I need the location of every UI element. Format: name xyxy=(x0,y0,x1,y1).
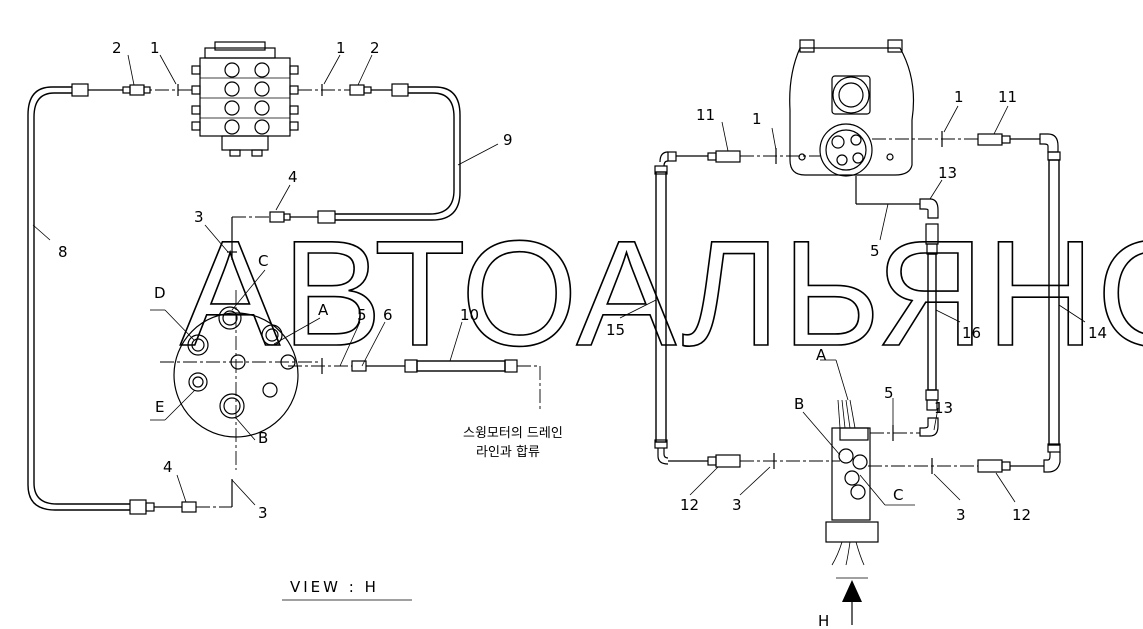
callout-3: 3 xyxy=(194,208,204,226)
callout-3: 3 xyxy=(956,506,966,524)
leader-lines-right xyxy=(619,105,1086,506)
callout-10: 10 xyxy=(460,306,479,324)
callout-9: 9 xyxy=(503,131,513,149)
callout-15: 15 xyxy=(606,321,625,339)
callout-C: C xyxy=(893,486,903,504)
hose-8 xyxy=(27,86,130,511)
callout-3: 3 xyxy=(732,496,742,514)
view-arrow-h xyxy=(836,577,868,625)
swing-motor-flange xyxy=(160,290,320,470)
callout-1: 1 xyxy=(150,39,160,57)
drain-note-line2: 라인과 합류 xyxy=(476,445,540,460)
callout-11: 11 xyxy=(998,88,1017,106)
callout-B: B xyxy=(258,429,268,447)
drain-note-line1: 스윙모터의 드레인 xyxy=(463,425,563,441)
hose-15 xyxy=(655,171,667,443)
view-title: VIEW : H xyxy=(290,578,379,596)
callout-1: 1 xyxy=(954,88,964,106)
callout-A: A xyxy=(816,346,827,364)
callout-5: 5 xyxy=(884,384,894,402)
watermark: АВТОАЛЬЯНС xyxy=(180,209,1143,377)
callout-12: 12 xyxy=(680,496,699,514)
callout-13: 13 xyxy=(938,164,957,182)
pump-housing xyxy=(789,39,920,205)
callout-4: 4 xyxy=(288,168,298,186)
callout-12: 12 xyxy=(1012,506,1031,524)
leader-lines-left xyxy=(32,54,499,506)
callout-8: 8 xyxy=(58,243,68,261)
callout-1: 1 xyxy=(752,110,762,128)
callout-6: 6 xyxy=(383,306,393,324)
callout-2: 2 xyxy=(370,39,380,57)
hose-9 xyxy=(335,86,461,221)
callout-4: 4 xyxy=(163,458,173,476)
callout-B: B xyxy=(794,395,804,413)
callout-3: 3 xyxy=(258,504,268,522)
callout-E: E xyxy=(155,398,164,416)
valve-left-line xyxy=(71,83,192,97)
bottom-lines xyxy=(668,453,1044,474)
callout-5: 5 xyxy=(870,242,880,260)
callout-C: C xyxy=(258,252,268,270)
pilot-valve-block xyxy=(825,399,879,566)
callout-16: 16 xyxy=(962,324,981,342)
callout-5: 5 xyxy=(357,306,367,324)
callout-D: D xyxy=(154,284,166,302)
callout-11: 11 xyxy=(696,106,715,124)
view-arrow-label: H xyxy=(818,612,829,629)
control-valve xyxy=(191,41,299,157)
callout-A: A xyxy=(318,301,329,319)
callout-1: 1 xyxy=(336,39,346,57)
callout-labels: 2 1 1 2 9 4 3 8 C D A 5 6 10 E B 4 3 11 … xyxy=(58,39,1107,524)
callout-14: 14 xyxy=(1088,324,1107,342)
callout-13: 13 xyxy=(934,399,953,417)
valve-right-line xyxy=(298,83,409,97)
callout-2: 2 xyxy=(112,39,122,57)
